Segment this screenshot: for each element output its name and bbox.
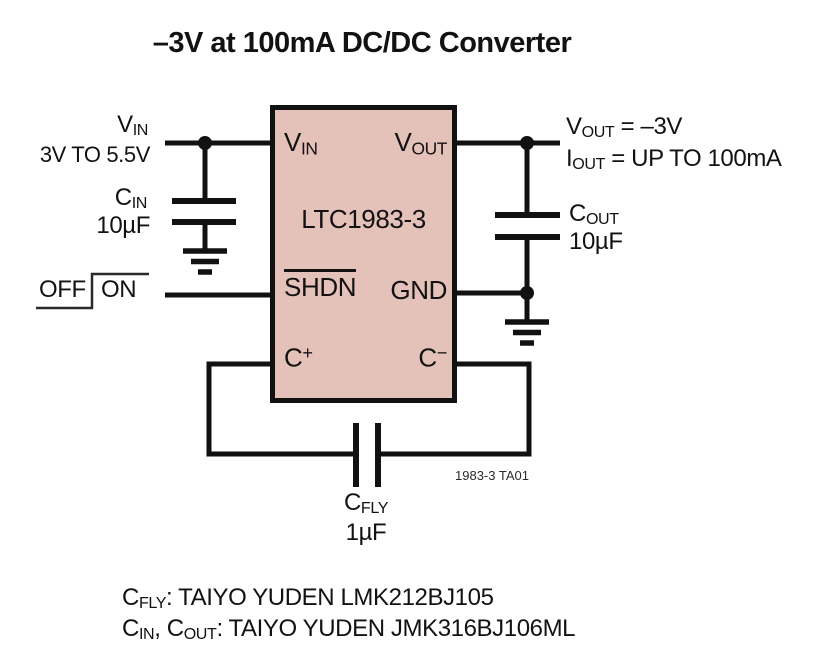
ic-body — [270, 105, 457, 403]
cout-label: COUT — [569, 200, 619, 229]
wire-cplus-loop — [206, 361, 353, 457]
cfly-label-main: C — [343, 489, 361, 516]
ic-pin-vout: VOUT — [395, 129, 448, 158]
ic-pin-vin-sub: IN — [300, 138, 318, 159]
vout-spec-line1: VOUT = –3V — [566, 113, 683, 142]
iout-spec-rest: = UP TO 100mA — [605, 145, 782, 172]
ic-pin-c-minus-main: C — [418, 342, 437, 373]
ic-pin-c-minus-sign: − — [436, 343, 448, 363]
note2-cap1: C — [122, 615, 139, 642]
vout-spec-sub: OUT — [581, 123, 615, 142]
gnd-junction-dot — [520, 286, 534, 300]
vin-rail-sub: IN — [132, 121, 149, 140]
cfly-value: 1µF — [345, 519, 387, 546]
vout-spec-main: V — [566, 113, 582, 140]
note2-mid: , — [154, 615, 167, 642]
cout-value: 10µF — [569, 228, 623, 255]
note2-cap2-sub: OUT — [183, 625, 217, 644]
wire-cminus-loop — [380, 361, 532, 457]
vin-junction-dot — [198, 136, 212, 150]
junction-dots — [198, 136, 534, 300]
note2-cap2: C — [166, 615, 184, 642]
vin-rail-label: VIN — [117, 111, 149, 140]
on-label: ON — [101, 276, 137, 303]
cfly-label-sub: FLY — [360, 499, 389, 518]
ic-pin-vin-main: V — [284, 127, 301, 157]
iout-spec-main: I — [566, 145, 573, 172]
iout-spec-sub: OUT — [572, 155, 606, 174]
ic-pin-vout-main: V — [394, 127, 412, 157]
cout-label-main: C — [569, 200, 586, 227]
note2-cap1-sub: IN — [138, 625, 155, 644]
note-cin-cout-part: CIN, COUT: TAIYO YUDEN JMK316BJ106ML — [122, 615, 576, 644]
ic-pin-c-plus-sign: + — [302, 343, 313, 363]
ic-pin-shdn: SHDN — [284, 269, 356, 300]
page-title: –3V at 100mA DC/DC Converter — [152, 27, 572, 59]
ic-pin-c-plus: C+ — [284, 344, 313, 371]
ic-pin-shdn-text: SHDN — [284, 269, 356, 300]
cin-label-sub: IN — [131, 194, 148, 213]
cout-label-sub: OUT — [585, 210, 619, 229]
ic-pin-vout-sub: OUT — [411, 138, 447, 159]
cin-label-main: C — [114, 184, 132, 211]
ground-symbols — [183, 248, 549, 346]
note2-text: : TAIYO YUDEN JMK316BJ106ML — [216, 615, 576, 642]
ic-pin-c-minus: C− — [418, 344, 447, 371]
ic-pin-gnd: GND — [390, 275, 447, 305]
ic-pin-c-plus-main: C — [284, 342, 303, 373]
note-cfly-part: CFLY: TAIYO YUDEN LMK212BJ105 — [122, 584, 494, 613]
cin-value: 10µF — [96, 212, 150, 239]
ic-pin-vin: VIN — [284, 129, 318, 158]
figure-reference: 1983-3 TA01 — [455, 468, 529, 483]
iout-spec-line2: IOUT = UP TO 100mA — [566, 145, 782, 174]
vout-junction-dot — [520, 136, 534, 150]
vin-range-label: 3V TO 5.5V — [39, 142, 151, 167]
off-label: OFF — [39, 276, 86, 303]
cin-ground-symbol — [183, 248, 227, 275]
note1-text: : TAIYO YUDEN LMK212BJ105 — [166, 584, 494, 611]
capacitor-plates — [172, 198, 560, 487]
vin-rail-main: V — [117, 111, 133, 138]
vout-spec-rest: = –3V — [614, 113, 683, 140]
note1-cap: C — [122, 584, 139, 611]
cin-label: CIN — [114, 184, 148, 213]
note1-cap-sub: FLY — [138, 594, 167, 613]
ic-part-number: LTC1983-3 — [301, 204, 426, 234]
cfly-label: CFLY — [306, 489, 426, 518]
cout-ground-symbol — [505, 319, 549, 346]
off-on-step-waveform — [36, 272, 149, 310]
